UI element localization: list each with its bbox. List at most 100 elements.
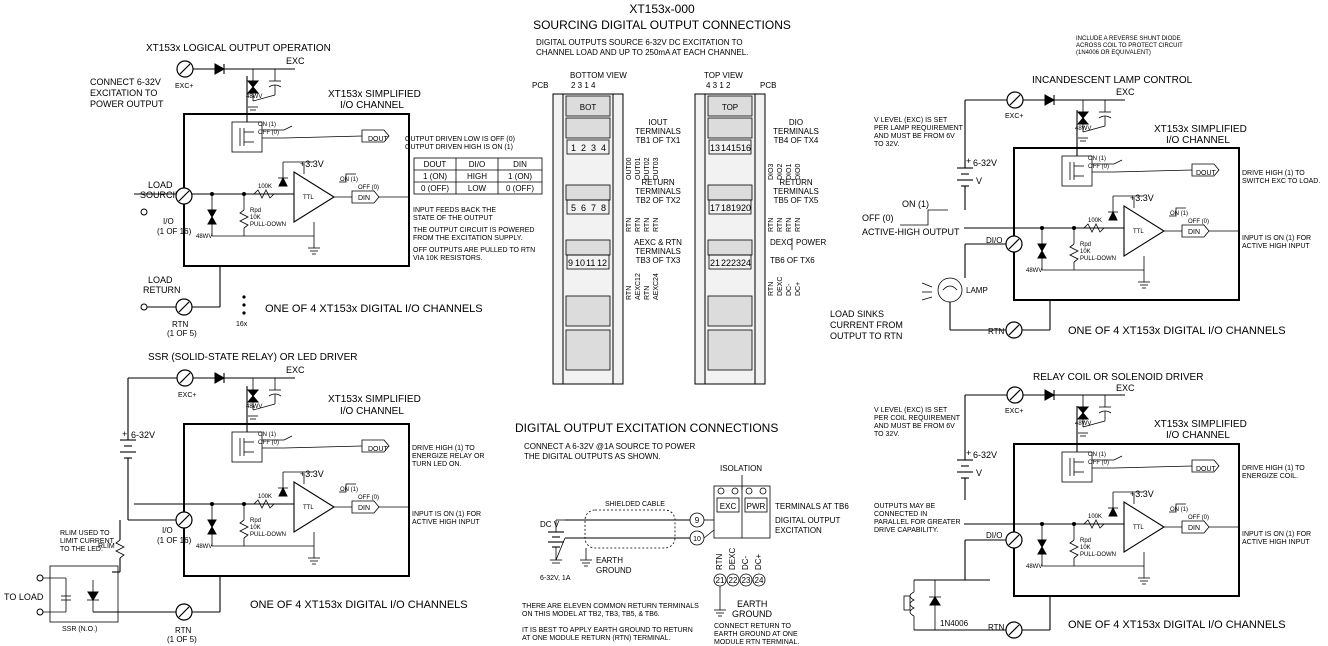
- svg-text:EXCITATION: EXCITATION: [775, 526, 822, 535]
- svg-text:1 (ON): 1 (ON): [423, 172, 447, 181]
- svg-text:PARALLEL FOR GREATER: PARALLEL FOR GREATER: [874, 519, 961, 526]
- svg-text:SHIELDED CABLE: SHIELDED CABLE: [605, 501, 665, 508]
- svg-text:GROUND: GROUND: [732, 609, 772, 619]
- svg-text:48WV: 48WV: [246, 404, 262, 410]
- svg-text:DIN: DIN: [1188, 525, 1200, 532]
- svg-text:V: V: [976, 468, 982, 478]
- svg-text:15: 15: [731, 143, 741, 153]
- svg-text:OFF OUTPUTS ARE PULLED TO RTN: OFF OUTPUTS ARE PULLED TO RTN: [413, 247, 535, 254]
- svg-text:PULL-DOWN: PULL-DOWN: [1080, 552, 1116, 558]
- svg-text:100K: 100K: [258, 184, 272, 190]
- svg-text:DEXC: DEXC: [770, 238, 792, 247]
- svg-text:+3.3V: +3.3V: [300, 159, 324, 169]
- svg-text:6-32V, 1A: 6-32V, 1A: [540, 575, 571, 582]
- svg-text:RTN: RTN: [626, 286, 633, 300]
- svg-text:DC+: DC+: [795, 282, 802, 296]
- svg-text:LIMIT CURRENT: LIMIT CURRENT: [60, 538, 115, 545]
- svg-text:13: 13: [710, 143, 720, 153]
- panel-relay-solenoid: RELAY COIL OR SOLENOID DRIVER EXC+ EXC 4…: [874, 372, 1311, 639]
- svg-text:20: 20: [741, 203, 751, 213]
- svg-text:DRIVE CAPABILITY.: DRIVE CAPABILITY.: [874, 527, 938, 534]
- svg-text:LAMP: LAMP: [966, 286, 988, 295]
- panel-ssr-title: SSR (SOLID-STATE RELAY) OR LED DRIVER: [148, 352, 357, 363]
- svg-text:ON (1): ON (1): [340, 487, 358, 493]
- svg-text:PER LAMP REQUIREMENT: PER LAMP REQUIREMENT: [874, 125, 964, 132]
- svg-text:OFF (0): OFF (0): [358, 185, 379, 191]
- svg-text:3: 3: [591, 143, 596, 153]
- svg-text:DIN: DIN: [1188, 229, 1200, 236]
- svg-text:IT IS BEST TO APPLY EARTH GROU: IT IS BEST TO APPLY EARTH GROUND TO RETU…: [522, 627, 693, 634]
- svg-text:LOAD SINKS: LOAD SINKS: [830, 309, 884, 319]
- svg-text:EXC: EXC: [1116, 87, 1135, 97]
- svg-text:ON THIS MODEL AT TB2, TB3, TB5: ON THIS MODEL AT TB2, TB3, TB5, & TB6.: [522, 611, 660, 618]
- svg-text:10K: 10K: [250, 215, 261, 221]
- svg-text:OFF (0): OFF (0): [1188, 515, 1209, 521]
- svg-text:48WV: 48WV: [1026, 268, 1042, 274]
- svg-text:2: 2: [581, 143, 586, 153]
- svg-text:RTN: RTN: [988, 327, 1005, 336]
- svg-text:OUTPUT TO RTN: OUTPUT TO RTN: [830, 331, 902, 341]
- svg-text:4: 4: [601, 143, 606, 153]
- svg-text:INPUT IS ON (1) FOR: INPUT IS ON (1) FOR: [1242, 235, 1311, 242]
- svg-text:TERMINALS: TERMINALS: [773, 127, 819, 136]
- svg-text:OUTPUT DRIVEN HIGH IS ON (1): OUTPUT DRIVEN HIGH IS ON (1): [405, 144, 513, 151]
- svg-text:AEXC & RTN: AEXC & RTN: [634, 238, 682, 247]
- svg-text:TO THE LED.: TO THE LED.: [60, 546, 103, 553]
- svg-text:TURN LED ON.: TURN LED ON.: [412, 461, 461, 468]
- svg-text:EXCITATION TO: EXCITATION TO: [90, 88, 157, 98]
- svg-text:DRIVE HIGH (1) TO: DRIVE HIGH (1) TO: [412, 445, 475, 452]
- svg-text:ACTIVE-HIGH OUTPUT: ACTIVE-HIGH OUTPUT: [862, 227, 960, 237]
- svg-text:XT153x SIMPLIFIED: XT153x SIMPLIFIED: [1154, 124, 1247, 135]
- svg-text:24: 24: [755, 576, 764, 585]
- svg-text:ON (1): ON (1): [902, 199, 929, 209]
- svg-text:RTN: RTN: [768, 218, 775, 232]
- svg-text:XT153x SIMPLIFIED: XT153x SIMPLIFIED: [1154, 419, 1247, 430]
- svg-text:INPUT IS ON (1) FOR: INPUT IS ON (1) FOR: [412, 511, 481, 518]
- svg-text:TERMINALS: TERMINALS: [635, 247, 681, 256]
- svg-text:+: +: [966, 448, 971, 458]
- svg-text:EXC+: EXC+: [175, 83, 193, 90]
- svg-text:DIN: DIN: [358, 195, 370, 202]
- svg-text:48WV: 48WV: [1075, 126, 1091, 132]
- svg-text:ON (1): ON (1): [1170, 507, 1188, 513]
- svg-text:DIO1: DIO1: [786, 164, 793, 180]
- svg-text:21: 21: [716, 576, 725, 585]
- svg-text:14: 14: [721, 143, 731, 153]
- svg-text:ENERGIZE RELAY OR: ENERGIZE RELAY OR: [412, 453, 484, 460]
- svg-text:TERMINALS: TERMINALS: [635, 127, 681, 136]
- svg-text:10K: 10K: [1080, 249, 1091, 255]
- svg-text:EARTH: EARTH: [596, 556, 623, 565]
- svg-text:ONE OF 4 XT153x DIGITAL I/O CH: ONE OF 4 XT153x DIGITAL I/O CHANNELS: [265, 303, 483, 315]
- panel-logic-title: XT153x LOGICAL OUTPUT OPERATION: [146, 43, 331, 54]
- svg-text:TB6 OF TX6: TB6 OF TX6: [770, 256, 815, 265]
- svg-text:8: 8: [601, 203, 606, 213]
- svg-text:SSR (N.O.): SSR (N.O.): [62, 626, 97, 633]
- svg-text:22: 22: [729, 576, 738, 585]
- svg-text:LOAD: LOAD: [148, 180, 173, 190]
- header-desc1: DIGITAL OUTPUTS SOURCE 6-32V DC EXCITATI…: [536, 38, 743, 47]
- svg-text:100K: 100K: [258, 494, 272, 500]
- svg-text:48WV: 48WV: [196, 234, 212, 240]
- panel-lamp-title: INCANDESCENT LAMP CONTROL: [1032, 75, 1193, 86]
- svg-text:CONNECT 6-32V: CONNECT 6-32V: [90, 77, 161, 87]
- svg-text:POWER: POWER: [796, 238, 826, 247]
- svg-text:DC V: DC V: [540, 520, 560, 529]
- svg-text:VIA 10K RESISTORS.: VIA 10K RESISTORS.: [413, 255, 483, 262]
- excitation-title: DIGITAL OUTPUT EXCITATION CONNECTIONS: [515, 421, 778, 435]
- svg-text:TO LOAD: TO LOAD: [4, 592, 44, 602]
- svg-text:ACTIVE HIGH INPUT: ACTIVE HIGH INPUT: [1242, 539, 1310, 546]
- svg-text:7: 7: [591, 203, 596, 213]
- svg-text:1 (ON): 1 (ON): [508, 172, 532, 181]
- panel-incandescent-lamp: INCLUDE A REVERSE SHUNT DIODE ACROSS COI…: [830, 36, 1320, 341]
- header-desc2: CHANNEL LOAD AND UP TO 250mA AT EACH CHA…: [536, 48, 748, 57]
- svg-text:THE DIGITAL OUTPUTS AS SHOWN.: THE DIGITAL OUTPUTS AS SHOWN.: [524, 452, 660, 461]
- svg-text:OUT03: OUT03: [653, 157, 660, 180]
- svg-text:TO 32V.: TO 32V.: [874, 141, 899, 148]
- svg-text:12: 12: [597, 258, 607, 268]
- svg-text:DEXC: DEXC: [728, 548, 737, 570]
- svg-text:OUT00: OUT00: [626, 157, 633, 180]
- svg-text:9: 9: [695, 516, 700, 525]
- svg-text:I/O CHANNEL: I/O CHANNEL: [1166, 430, 1230, 441]
- svg-text:DI/O: DI/O: [986, 531, 1002, 540]
